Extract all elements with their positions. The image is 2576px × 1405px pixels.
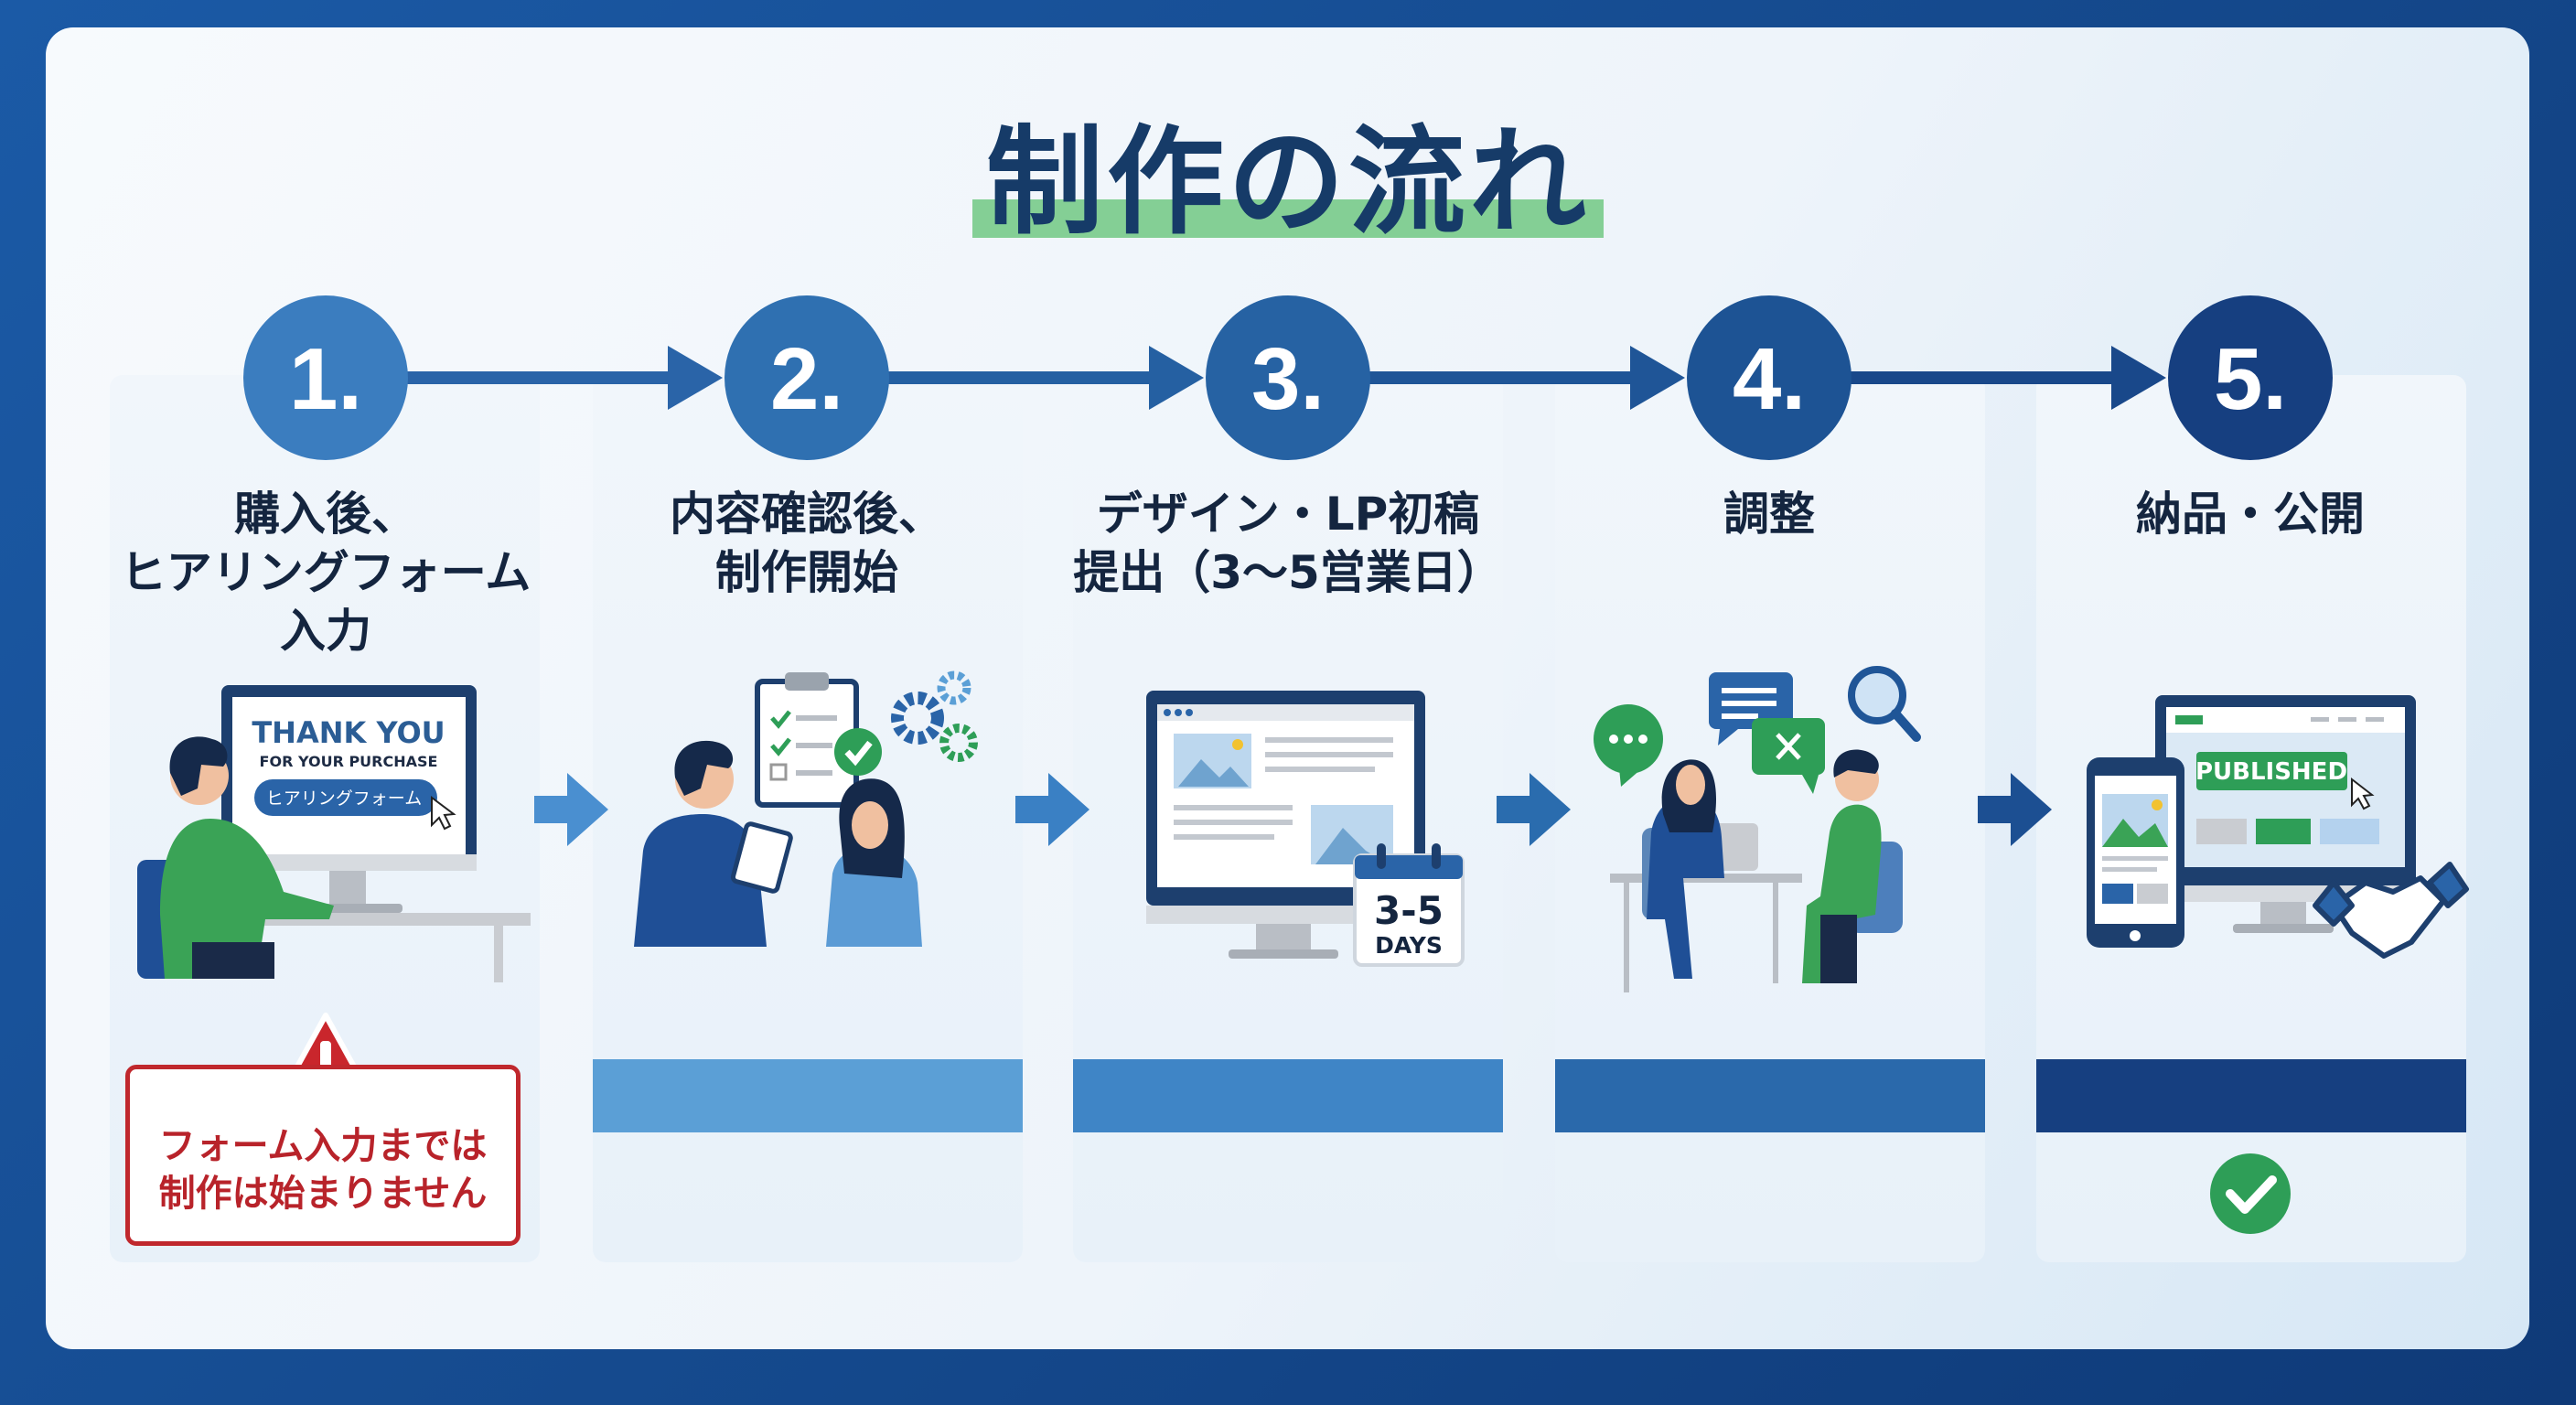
warning-line: 制作は始まりません <box>158 1173 488 1215</box>
thank-you-text: THANK YOU <box>252 715 445 750</box>
progress-bar-2 <box>593 1059 1023 1132</box>
connector-arrows <box>402 346 2166 410</box>
step-title-5: 納品・公開 <box>1994 485 2506 543</box>
step-title-3: デザイン・LP初稿 提出（3〜5営業日） <box>1032 485 1544 602</box>
progress-bar-5 <box>2036 1059 2466 1132</box>
cursor-icon <box>2351 777 2375 810</box>
handshake-icon <box>2313 862 2469 959</box>
gear-icon <box>939 724 978 762</box>
step-title-line: 入力 <box>280 605 371 658</box>
step-number-4: 4. <box>1733 330 1806 428</box>
reject-bubble-icon <box>1752 718 1825 794</box>
connector-line <box>1846 371 2139 384</box>
arrow-right-icon <box>2111 346 2166 410</box>
arrow-right-icon <box>1630 346 1685 410</box>
warning-box: フォーム入力までは 制作は始まりません <box>125 1065 521 1246</box>
gear-icon <box>891 692 944 745</box>
phone-icon <box>2087 757 2184 948</box>
step-circle-2 <box>724 295 889 460</box>
step-circle-1 <box>243 295 408 460</box>
step-circle-5 <box>2168 295 2333 460</box>
message-icon <box>1709 672 1793 745</box>
progress-bar-4 <box>1555 1059 1985 1132</box>
step-number-2: 2. <box>770 330 843 428</box>
gear-icon <box>937 670 971 705</box>
connector-line <box>884 371 1176 384</box>
check-circle-icon <box>2210 1153 2291 1234</box>
step-title-line: デザイン・LP初稿 <box>1096 488 1480 541</box>
step-title-line: 納品・公開 <box>2136 488 2365 541</box>
published-button <box>2196 752 2347 790</box>
progress-bar-3 <box>1073 1059 1503 1132</box>
step-title-1: 購入後、 ヒアリングフォーム 入力 <box>70 485 582 660</box>
step-number-1: 1. <box>289 330 362 428</box>
calendar-unit-text: DAYS <box>1375 932 1443 959</box>
illustration-delivery: PUBLISHED <box>2087 695 2469 959</box>
arrow-right-icon <box>668 346 723 410</box>
connector-line <box>1365 371 1658 384</box>
published-text: PUBLISHED <box>2195 758 2347 786</box>
step-title-line: 制作開始 <box>715 546 898 599</box>
magnifier-icon <box>1848 666 1921 742</box>
arrow-right-icon <box>534 773 608 846</box>
arrow-right-icon <box>1015 773 1089 846</box>
warning-line: フォーム入力までは <box>158 1125 488 1167</box>
connector-line <box>402 371 695 384</box>
page-title: 制作の流れ <box>985 114 1590 251</box>
illustration-production-start <box>634 670 978 947</box>
illustration-design-draft: 3-5 DAYS <box>1146 691 1465 967</box>
step-title-4: 調整 <box>1513 485 2025 543</box>
purchase-text: FOR YOUR PURCHASE <box>260 753 438 770</box>
illustration-form-input: THANK YOU FOR YOUR PURCHASE ヒアリングフォーム <box>137 685 531 982</box>
calendar-icon: 3-5 DAYS <box>1353 843 1465 967</box>
arrow-right-icon <box>1497 773 1571 846</box>
step-number-5: 5. <box>2214 330 2287 428</box>
chat-bubble-icon <box>1594 704 1663 787</box>
step-circle-3 <box>1206 295 1370 460</box>
calendar-range-text: 3-5 <box>1374 888 1444 933</box>
illustration-adjustment <box>1594 666 1921 992</box>
arrow-right-icon <box>1978 773 2052 846</box>
step-number-3: 3. <box>1251 330 1325 428</box>
cursor-icon <box>431 796 456 831</box>
step-title-line: 購入後、 <box>234 488 417 541</box>
form-button-text: ヒアリングフォーム <box>266 788 422 809</box>
step-title-line: 提出（3〜5営業日） <box>1073 546 1503 599</box>
arrow-right-icon <box>1149 346 1204 410</box>
step-circle-4 <box>1687 295 1852 460</box>
step-title-line: 調整 <box>1723 488 1815 541</box>
step-title-line: ヒアリングフォーム <box>120 546 531 599</box>
step-title-2: 内容確認後、 制作開始 <box>551 485 1063 602</box>
step-title-line: 内容確認後、 <box>670 488 944 541</box>
panel-arrows <box>534 773 2052 846</box>
title-underline <box>972 199 1604 238</box>
